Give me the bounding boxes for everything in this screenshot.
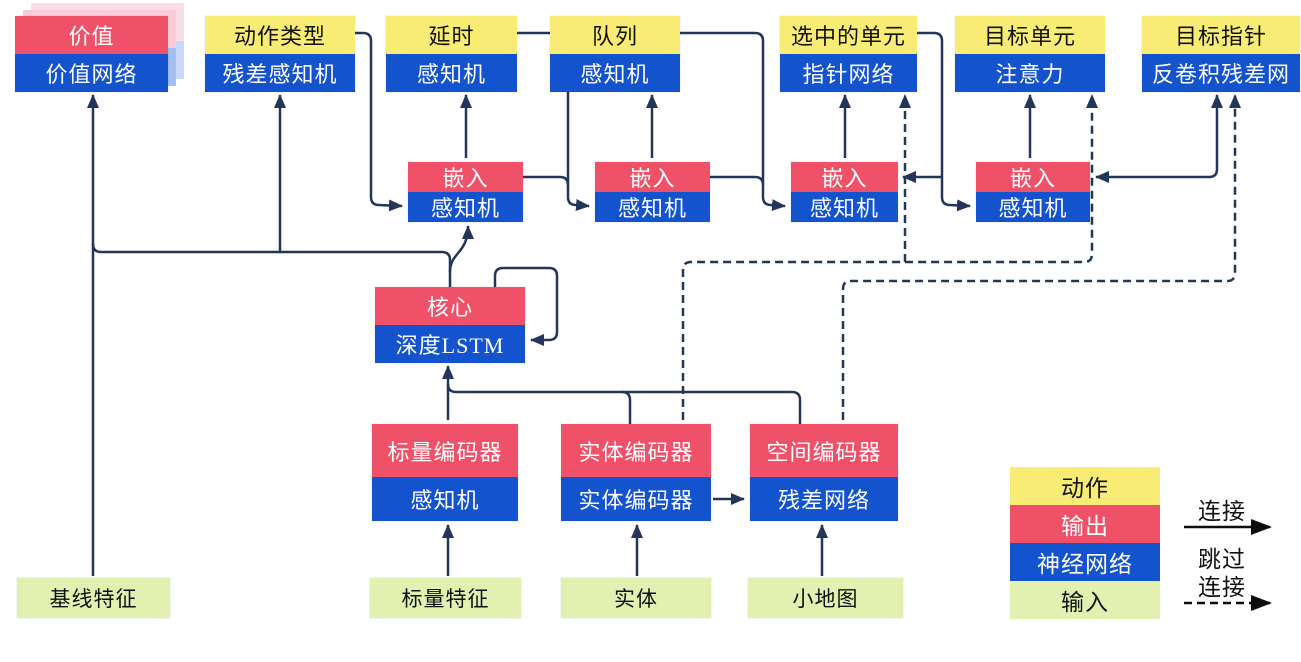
embed-4-label: 嵌入: [976, 162, 1090, 192]
wire-actiontype-to-embed1: [355, 31, 403, 212]
action-type-label: 动作类型: [205, 16, 355, 54]
node-entities: 实体: [561, 578, 711, 618]
selected-units-network-label: 指针网络: [780, 54, 917, 92]
legend-nn-label: 神经网络: [1010, 543, 1160, 581]
wire-core-self-loop: [493, 266, 559, 346]
node-entity-encoder: 实体编码器 实体编码器: [561, 424, 711, 521]
node-minimap: 小地图: [748, 578, 903, 618]
delay-network-label: 感知机: [386, 54, 517, 92]
core-lstm-label: 深度LSTM: [375, 325, 525, 363]
solid-connections: [87, 31, 1223, 576]
legend-action-label: 动作: [1010, 467, 1160, 505]
scalar-features-label: 标量特征: [370, 578, 521, 618]
entity-encoder-network-label: 实体编码器: [561, 477, 711, 521]
wire-selected-to-embed4: [917, 31, 971, 212]
legend-output-label: 输出: [1010, 505, 1160, 543]
legend-arrows: [1184, 519, 1272, 611]
embed-2-network-label: 感知机: [595, 192, 710, 222]
skip-entity-main: [681, 94, 1098, 420]
wire-embed2-merge: [710, 175, 765, 186]
legend-skip-label-2: 连接: [1198, 575, 1246, 600]
legend-input-label: 输入: [1010, 581, 1160, 619]
target-point-network-label: 反卷积残差网: [1142, 54, 1300, 92]
entities-label: 实体: [561, 578, 711, 618]
spatial-encoder-label: 空间编码器: [750, 424, 898, 477]
node-selected-units: 选中的单元 指针网络: [780, 16, 917, 92]
node-scalar-encoder: 标量编码器 感知机: [372, 424, 518, 521]
queue-network-label: 感知机: [550, 54, 680, 92]
node-embed-2: 嵌入 感知机: [595, 162, 710, 222]
value-network-label: 价值网络: [15, 54, 168, 92]
node-baseline-features: 基线特征: [17, 578, 170, 618]
baseline-features-label: 基线特征: [17, 578, 170, 618]
value-head-label: 价值: [15, 16, 168, 54]
node-target-unit: 目标单元 注意力: [955, 16, 1105, 92]
wire-entityenc-merge: [621, 390, 632, 424]
selected-units-label: 选中的单元: [780, 16, 917, 54]
entity-encoder-label: 实体编码器: [561, 424, 711, 477]
embed-3-network-label: 感知机: [791, 192, 898, 222]
node-embed-1: 嵌入 感知机: [408, 162, 523, 222]
node-scalar-features: 标量特征: [370, 578, 521, 618]
skip-connections: [681, 94, 1241, 420]
wire-core-to-left: [91, 243, 452, 287]
wire-queue-to-embed3: [680, 31, 786, 212]
target-unit-network-label: 注意力: [955, 54, 1105, 92]
node-action-type: 动作类型 残差感知机: [205, 16, 355, 92]
node-embed-3: 嵌入 感知机: [791, 162, 898, 222]
wire-core-to-embed1: [448, 225, 474, 273]
delay-label: 延时: [386, 16, 517, 54]
scalar-encoder-label: 标量编码器: [372, 424, 518, 477]
wire-embed1-merge: [523, 175, 570, 186]
node-queue: 队列 感知机: [550, 16, 680, 92]
wire-spatialenc-merge: [446, 383, 802, 424]
embed-1-network-label: 感知机: [408, 192, 523, 222]
node-embed-4: 嵌入 感知机: [976, 162, 1090, 222]
legend-color-key: 动作 输出 神经网络 输入: [1010, 467, 1160, 619]
legend-solid-label: 连接: [1198, 499, 1246, 524]
target-unit-label: 目标单元: [955, 16, 1105, 54]
embed-2-label: 嵌入: [595, 162, 710, 192]
skip-spatial: [841, 94, 1241, 420]
core-label: 核心: [375, 287, 525, 325]
wire-up-to-targetpoint: [1208, 94, 1223, 179]
embed-1-label: 嵌入: [408, 162, 523, 192]
node-core: 核心 深度LSTM: [375, 287, 525, 363]
embed-4-network-label: 感知机: [976, 192, 1090, 222]
minimap-label: 小地图: [748, 578, 903, 618]
embed-3-label: 嵌入: [791, 162, 898, 192]
node-value: 价值 价值网络: [15, 16, 168, 92]
node-target-point: 目标指针 反卷积残差网: [1142, 16, 1300, 92]
target-point-label: 目标指针: [1142, 16, 1300, 54]
node-spatial-encoder: 空间编码器 残差网络: [750, 424, 898, 521]
scalar-encoder-network-label: 感知机: [372, 477, 518, 521]
queue-label: 队列: [550, 16, 680, 54]
node-delay: 延时 感知机: [386, 16, 517, 92]
action-type-network-label: 残差感知机: [205, 54, 355, 92]
spatial-encoder-network-label: 残差网络: [750, 477, 898, 521]
legend-skip-label-1: 跳过: [1198, 547, 1246, 572]
